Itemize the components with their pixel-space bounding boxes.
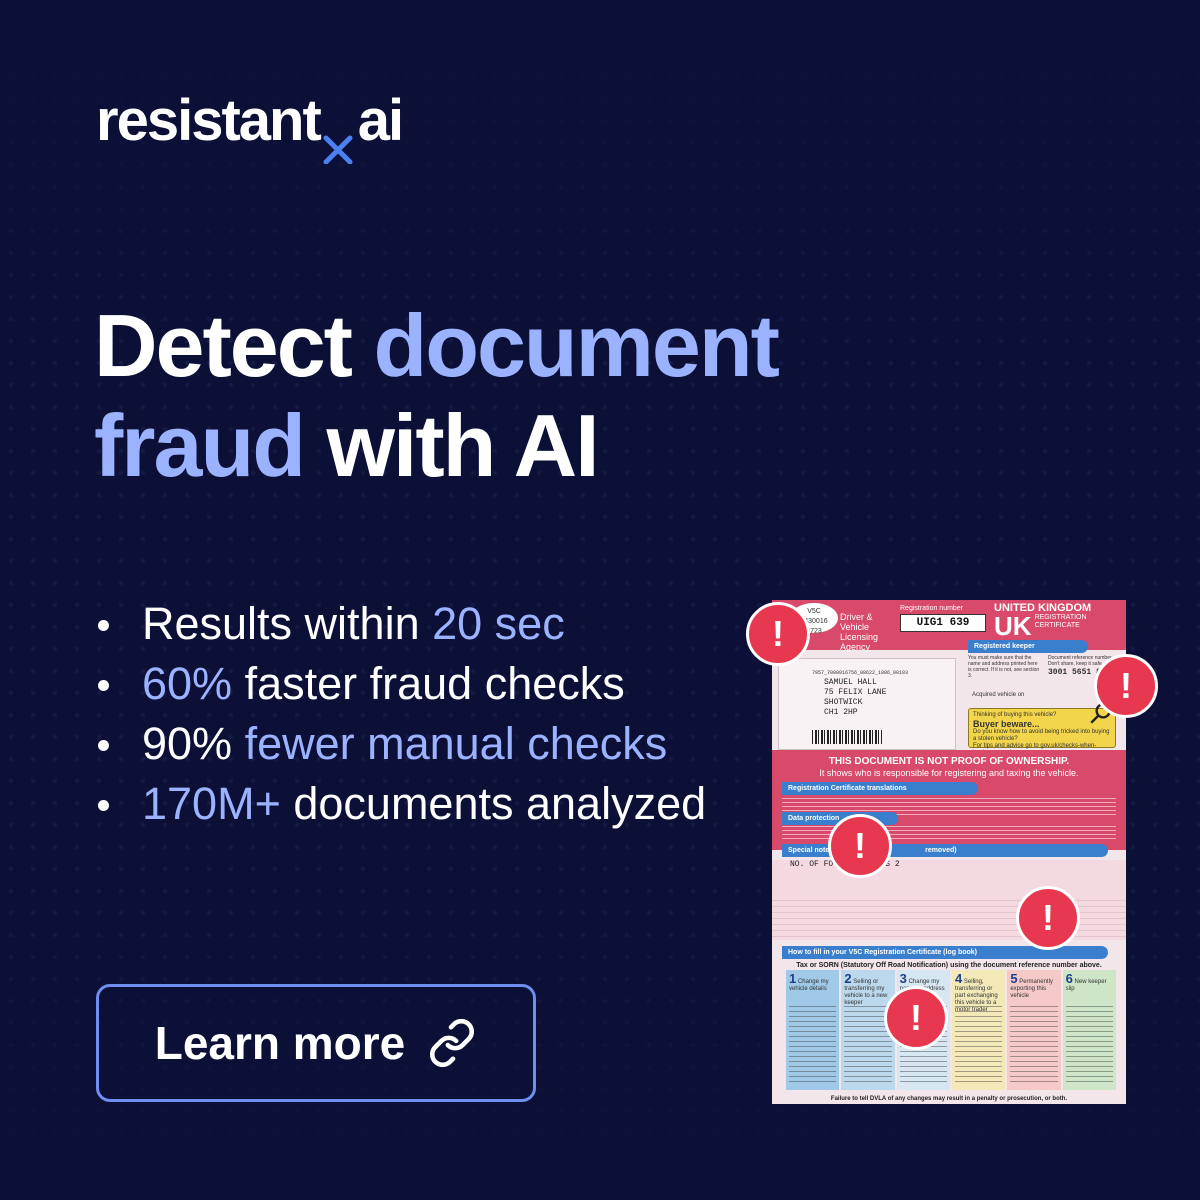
howto-bar: How to fill in your V5C Registration Cer… (782, 946, 1108, 959)
step-title: New keeper slip (1065, 979, 1107, 992)
not-proof-sub: It shows who is responsible for register… (819, 768, 1079, 778)
headline-accent-word: document (373, 296, 779, 395)
special-notes-text: NO. OF FO S 2 (790, 860, 900, 869)
step-number: 4 (954, 971, 963, 986)
logo-text-part1: resistant (96, 88, 322, 153)
howto-step: 5 Permanently exporting this vehicle (1007, 970, 1061, 1090)
step-lines (954, 1006, 1003, 1084)
step-lines (789, 1006, 837, 1084)
learn-more-button[interactable]: Learn more (96, 984, 536, 1102)
uk-line1: UNITED KINGDOM (994, 602, 1092, 614)
acquired-label: Acquired vehicle on (972, 692, 1025, 698)
special-notes-label: Special notes (788, 847, 834, 854)
buyer-question: Thinking of buying this vehicle? (973, 712, 1057, 718)
v5c-number: 4430016 (800, 618, 828, 625)
step-lines (1065, 1006, 1113, 1084)
step-number: 5 (1010, 971, 1018, 986)
fraud-alert-icon[interactable]: ! (746, 602, 810, 666)
keeper-name: SAMUEL HALL (824, 678, 877, 687)
step-title: Selling or transferring my vehicle to a … (844, 979, 888, 1006)
fraud-alert-icon[interactable]: ! (884, 986, 948, 1050)
benefit-text: documents analyzed (280, 778, 707, 829)
barcode (812, 730, 882, 744)
buyer-beware-sub: Do you know how to avoid being tricked i… (973, 729, 1110, 742)
benefit-text: 90% (142, 718, 245, 769)
benefit-accent: fewer manual checks (244, 718, 668, 769)
keeper-address-line: CH1 2HP (824, 708, 858, 717)
benefit-item: Results within 20 sec (96, 594, 756, 654)
benefit-item: 60% faster fraud checks (96, 654, 756, 714)
notes-line-end: S 2 (885, 860, 900, 869)
benefit-item: 170M+ documents analyzed (96, 774, 756, 834)
howto-sub: Tax or SORN (Statutory Off Road Notifica… (796, 962, 1102, 969)
howto-step: 4 Selling, transferring or part exchangi… (951, 970, 1006, 1090)
benefit-item: 90% fewer manual checks (96, 714, 756, 774)
link-icon (430, 1018, 475, 1068)
uk-line3: REGISTRATION CERTIFICATE (1034, 614, 1087, 629)
reference-label-text: Document reference number (1048, 655, 1112, 661)
howto-step: 6 New keeper slip (1062, 970, 1116, 1090)
step-number: 1 (789, 971, 797, 986)
fraud-alert-icon[interactable]: ! (1016, 886, 1080, 950)
reference-number: 3001 5651 86 (1048, 668, 1106, 677)
uk-line2: UK (994, 611, 1032, 641)
headline-word: Detect (94, 296, 353, 395)
buyer-beware-title: Buyer beware... (973, 719, 1040, 729)
notes-line-start: NO. OF FO (790, 860, 834, 869)
step-number: 3 (899, 971, 907, 986)
howto-step: 1 Change my vehicle details (786, 970, 840, 1090)
translations-bar: Registration Certificate translations (782, 782, 978, 795)
howto-steps: 1 Change my vehicle details 2 Selling or… (786, 970, 1116, 1090)
howto-step: 2 Selling or transferring my vehicle to … (841, 970, 895, 1090)
step-title: Change my vehicle details (789, 979, 829, 992)
document-footer: Failure to tell DVLA of any changes may … (830, 1096, 1068, 1102)
brand-logo[interactable]: resistant ai (96, 88, 404, 164)
keeper-address-line: SHOTWICK (824, 698, 863, 707)
benefit-text: Results within (142, 598, 433, 649)
benefit-accent: 20 sec (432, 598, 565, 649)
v5c-label: V5C (807, 608, 821, 615)
keeper-note: You must make sure that the name and add… (968, 655, 1040, 679)
registration-label: Registration number (900, 605, 964, 612)
keeper-name-address: SAMUEL HALL 75 FELIX LANE SHOTWICK CH1 2… (824, 678, 886, 718)
keeper-code: 7957_7000016756_08622_1086_00103 (812, 670, 909, 676)
reference-label: Document reference number Don't share, k… (1048, 655, 1122, 667)
vehicle-registration-document: V5C 4430016 0723 Driver & Vehicle Licens… (772, 600, 1126, 1104)
step-title: Selling, transferring or part exchanging… (954, 979, 998, 1013)
keeper-address-line: 75 FELIX LANE (824, 688, 887, 697)
logo-x-icon (323, 135, 353, 164)
buyer-beware-box: Thinking of buying this vehicle? Buyer b… (968, 708, 1116, 756)
learn-more-label: Learn more (154, 1017, 406, 1069)
step-number: 6 (1065, 971, 1073, 986)
step-lines (1010, 1006, 1058, 1084)
agency-name: Driver & Vehicle Licensing Agency (840, 612, 879, 652)
step-number: 2 (844, 971, 852, 986)
logo-text-part2: ai (357, 88, 404, 153)
fraud-alert-icon[interactable]: ! (828, 814, 892, 878)
step-title: Permanently exporting this vehicle (1010, 979, 1053, 999)
benefit-text: faster fraud checks (232, 658, 625, 709)
headline-word: with AI (326, 396, 599, 495)
special-notes-removed: removed) (925, 847, 957, 854)
benefit-list: Results within 20 sec 60% faster fraud c… (96, 594, 756, 834)
registered-keeper-bar: Registered keeper (968, 640, 1088, 653)
step-lines (844, 1006, 892, 1084)
headline-accent-word: fraud (94, 396, 306, 495)
benefit-accent: 60% (142, 658, 233, 709)
registration-plate: UIG1 639 (900, 614, 986, 632)
not-proof-heading: THIS DOCUMENT IS NOT PROOF OF OWNERSHIP. (828, 756, 1070, 767)
fraud-alert-icon[interactable]: ! (1094, 654, 1158, 718)
headline: Detect document fraud with AI (94, 296, 994, 496)
benefit-accent: 170M+ (142, 778, 281, 829)
v5c-sub: 0723 (806, 628, 822, 635)
reference-note: Don't share, keep it safe (1048, 661, 1102, 667)
